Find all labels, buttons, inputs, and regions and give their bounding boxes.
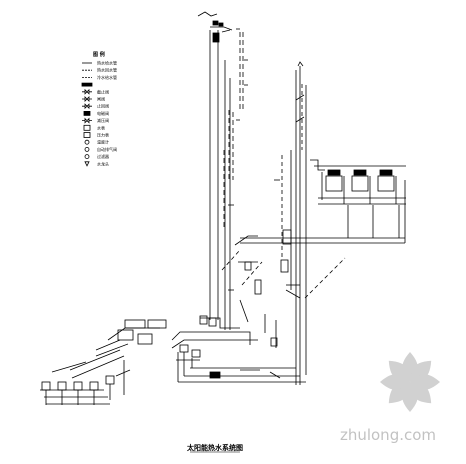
legend-symbol (82, 96, 92, 102)
legend-symbol (84, 139, 90, 145)
legend-row: 冷水给水管 (82, 74, 117, 80)
diagonal-runs (221, 249, 346, 299)
legend-row: 水表 (83, 124, 105, 131)
drawing-caption: 太阳能热水系统图 (187, 443, 243, 452)
legend-row (81, 82, 93, 87)
outlet-groups (40, 360, 131, 405)
legend-symbol (82, 117, 92, 124)
roof-equipment (197, 11, 240, 43)
riser-fittings (228, 59, 305, 291)
legend-row: 温度计 (84, 139, 109, 145)
legend-label: 温度计 (97, 139, 109, 145)
legend-label: 减压阀 (97, 117, 109, 123)
left-equipment (69, 319, 167, 379)
legend-row: 闸阀 (82, 96, 105, 102)
legend-row: 截止阀 (82, 88, 109, 95)
side-riser-dashed (223, 32, 244, 230)
legend-label: 过滤器 (97, 153, 109, 159)
legend-label: 电磁阀 (97, 110, 109, 116)
riser-equipment (238, 229, 301, 348)
legend: 图 例 热水给水管热水回水管冷水给水管截止阀闸阀止回阀电磁阀减压阀水表压力表温度… (81, 51, 117, 167)
pipe-system (40, 11, 406, 405)
legend-symbol (83, 111, 91, 116)
legend-row: 电磁阀 (83, 110, 109, 116)
main-riser (209, 30, 231, 330)
legend-symbol (84, 146, 90, 152)
legend-label: 止回阀 (97, 103, 109, 109)
legend-row: 过滤器 (84, 153, 109, 160)
legend-row: 水龙头 (84, 160, 109, 167)
watermark-logo (380, 352, 440, 412)
legend-symbol (81, 82, 93, 87)
watermark-site-text: zhulong.com (340, 426, 436, 444)
legend-label: 热水回水管 (97, 67, 117, 73)
right-riser (290, 61, 307, 385)
legend-label: 水龙头 (97, 160, 109, 166)
legend-row: 热水给水管 (82, 60, 117, 66)
legend-label: 闸阀 (97, 96, 105, 102)
basement-distribution (171, 315, 306, 383)
legend-symbol (82, 88, 92, 95)
logo-petal (388, 360, 410, 382)
legend-label: 截止阀 (97, 88, 109, 94)
legend-label: 自动排气阀 (97, 146, 117, 152)
legend-row: 压力表 (83, 132, 109, 138)
legend-label: 冷水给水管 (97, 74, 117, 80)
horizontal-main (234, 180, 406, 246)
legend-row: 止回阀 (82, 103, 109, 110)
logo-petals (380, 352, 440, 412)
legend-title: 图 例 (93, 51, 105, 58)
legend-symbol (84, 161, 90, 167)
solar-collector-bank (310, 159, 406, 205)
legend-label: 压力表 (97, 132, 109, 138)
legend-label: 水表 (97, 124, 105, 130)
legend-symbol (83, 132, 91, 138)
legend-items: 热水给水管热水回水管冷水给水管截止阀闸阀止回阀电磁阀减压阀水表压力表温度计自动排… (81, 60, 117, 167)
right-riser-dashed (281, 84, 303, 260)
watermark: zhulong.com (340, 352, 440, 444)
legend-row: 自动排气阀 (84, 146, 117, 152)
legend-symbol (84, 154, 90, 160)
legend-symbol (83, 124, 91, 131)
legend-row: 热水回水管 (82, 67, 117, 73)
legend-symbol (82, 103, 92, 110)
legend-label: 热水给水管 (97, 60, 117, 66)
legend-row: 减压阀 (82, 117, 109, 124)
